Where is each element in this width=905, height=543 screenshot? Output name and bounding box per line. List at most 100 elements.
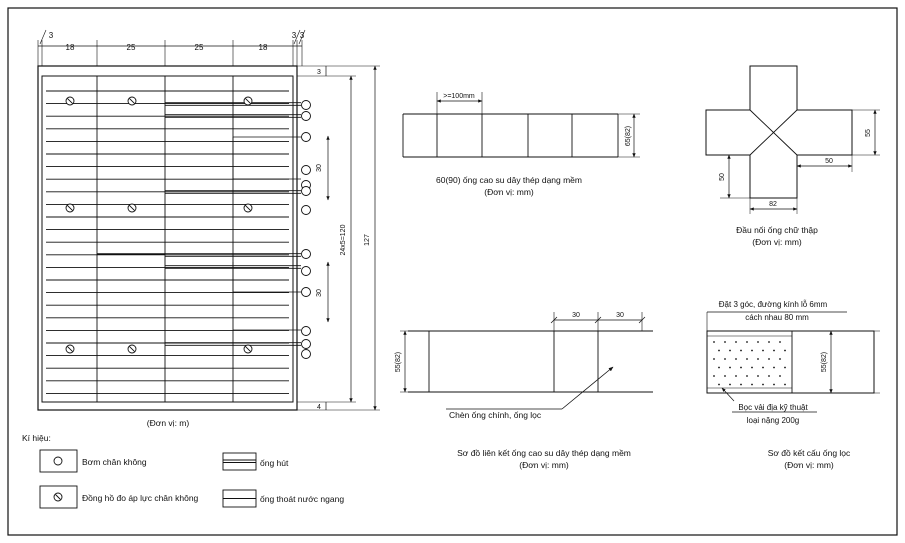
gauge-icon-slash (129, 98, 135, 104)
filter-note-top-1: Đặt 3 góc, đường kính lỗ 6mm (719, 300, 828, 309)
gauge-icon-slash (67, 98, 73, 104)
filter-hole-dot (735, 341, 737, 343)
filter-hole-dot (784, 349, 786, 352)
pump-icon (301, 249, 311, 259)
legend: Kí hiệu: Bơm chân không Đồng hồ đo áp lự… (22, 433, 344, 509)
pump-icon (301, 349, 311, 359)
filter-hole-dot (729, 383, 731, 386)
plan-outer-frame (37, 65, 298, 411)
dim-top-margin-left: 3 (49, 31, 54, 40)
filter-hole-dot (713, 341, 715, 343)
cross-joint-unit: (Đơn vị: mm) (752, 237, 802, 247)
dim-cross-50-side: 50 (825, 158, 833, 165)
filter-hole-dot (757, 375, 759, 377)
filter-hole-dot (768, 358, 770, 360)
gauge-icon-slash (129, 346, 135, 352)
dim-right-120: 24x5=120 (340, 224, 347, 255)
filter-note-bottom-1: Bọc vải địa kỹ thuật (738, 403, 808, 412)
pipe-view-unit: (Đơn vị: mm) (484, 187, 534, 197)
legend-title: Kí hiệu: (22, 433, 51, 443)
dim-top-3a: 3 (292, 31, 297, 40)
filter-hole-dot (751, 383, 753, 386)
sheet-frame (7, 7, 898, 536)
dim-right-3: 3 (317, 69, 321, 76)
filter-hole-dot (768, 341, 770, 343)
dim-top-25b: 25 (195, 43, 204, 52)
pump-icon (301, 326, 311, 336)
filter-hole-dot (740, 366, 742, 369)
filter-hole-dot (735, 375, 737, 377)
filter-caption: Sơ đồ kết cấu ống lọc (768, 448, 851, 458)
dim-cross-50-bottom: 50 (719, 173, 726, 181)
pump-icon (301, 186, 311, 196)
filter-unit: (Đơn vị: mm) (784, 460, 834, 470)
filter-hole-dot (751, 366, 753, 369)
dim-conn-30b: 30 (616, 312, 624, 319)
flexible-pipe-view: >=100mm 65(82) 60(90) ống cao su dây thé… (402, 92, 640, 197)
filter-hole-dot (746, 358, 748, 360)
pump-icon (301, 266, 311, 276)
legend-suction-box (222, 452, 257, 471)
dim-right-30a: 30 (316, 164, 323, 172)
connection-note: Chèn ống chính, ống lọc (449, 410, 542, 420)
filter-hole-dot (718, 383, 720, 386)
dim-right-30b: 30 (316, 289, 323, 297)
filter-hole-dot (718, 349, 720, 352)
filter-hole-dot (757, 341, 759, 343)
plan-top-dimensions: 3 18 25 25 18 3 3 (37, 29, 306, 66)
plan-symbols (65, 96, 311, 359)
filter-hole-dot (713, 358, 715, 360)
dim-right-127: 127 (364, 234, 371, 246)
dim-top-18b: 18 (259, 43, 268, 52)
plan-inner-frame (41, 75, 294, 403)
filter-hole-dot (735, 358, 737, 360)
filter-hole-dot (740, 383, 742, 386)
filter-pipe-view: Đặt 3 góc, đường kính lỗ 6mm cách nhau 8… (706, 300, 880, 470)
filter-hole-dot (724, 375, 726, 377)
pump-icon (301, 111, 311, 121)
filter-hole-dot (762, 366, 764, 369)
cross-joint-caption: Đầu nối ống chữ thập (736, 225, 818, 235)
filter-note-top-2: cách nhau 80 mm (745, 313, 809, 322)
dim-top-25a: 25 (127, 43, 136, 52)
filter-hole-dot (779, 358, 781, 360)
connection-caption: Sơ đồ liên kết ống cao su dây thép dạng … (457, 448, 631, 458)
dim-top-18a: 18 (66, 43, 75, 52)
dim-filter-height: 55(82) (821, 352, 828, 372)
filter-hole-dot (724, 358, 726, 360)
gauge-icon-slash (245, 98, 251, 104)
plan-suction-pipes (97, 102, 301, 346)
legend-gauge-label: Đồng hồ đo áp lực chân không (82, 493, 199, 503)
pump-icon (301, 165, 311, 175)
pipe-view-caption: 60(90) ống cao su dây thép dạng mềm (436, 175, 582, 185)
pump-icon (53, 456, 63, 466)
gauge-icon-slash (67, 346, 73, 352)
filter-hole-dot (784, 366, 786, 369)
plan-unit-label: (Đơn vị: m) (147, 418, 190, 428)
dim-cross-55: 55 (865, 129, 872, 137)
gauge-icon-slash (129, 205, 135, 211)
filter-hole-dot (724, 341, 726, 343)
filter-hole-dot (762, 349, 764, 352)
filter-hole-dot (773, 366, 775, 369)
filter-hole-dot (768, 375, 770, 377)
legend-drain-label: ống thoát nước ngang (260, 494, 344, 504)
cross-joint-view: 55 50 50 82 Đầu nối ống chữ thập (Đơn vị… (705, 65, 880, 247)
filter-hole-dot (784, 383, 786, 386)
filter-hole-dot (746, 375, 748, 377)
gauge-icon (53, 492, 63, 502)
filter-hole-dot (779, 375, 781, 377)
dim-cross-82: 82 (769, 201, 777, 208)
legend-pump-box (39, 449, 78, 473)
pump-icon (301, 287, 311, 297)
filter-perforation-dots (713, 341, 786, 386)
filter-hole-dot (762, 383, 764, 386)
plan-section-lines (96, 76, 234, 402)
pump-icon (301, 132, 311, 142)
connection-view: 30 30 55(82) Chèn ống chính, ống lọc Sơ … (395, 312, 653, 470)
legend-gauge-box (39, 485, 78, 509)
gauge-icon-slash (67, 205, 73, 211)
pump-icon (301, 100, 311, 110)
legend-pump-label: Bơm chân không (82, 457, 147, 467)
filter-hole-dot (751, 349, 753, 352)
